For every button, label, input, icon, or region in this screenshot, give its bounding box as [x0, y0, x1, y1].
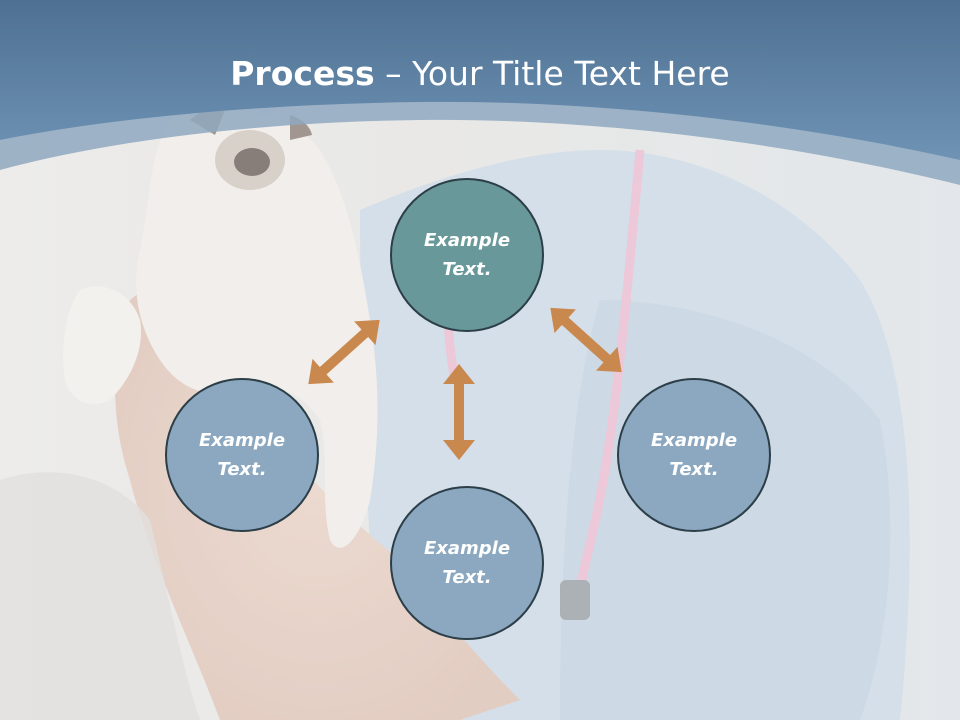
process-node-bottom: Example Text. [390, 486, 544, 640]
title-rest: Your Title Text Here [412, 54, 730, 93]
node-top-line1: Example [423, 230, 511, 251]
title-separator: – [374, 54, 413, 93]
node-left-line2: Text. [217, 459, 267, 480]
title-strong: Process [230, 54, 375, 93]
header-band [0, 0, 960, 185]
process-node-left: Example Text. [165, 378, 319, 532]
arrow-vertical [443, 364, 475, 460]
arrow-top-right [550, 307, 622, 373]
node-right-line1: Example [650, 430, 738, 451]
node-bottom-line1: Example [423, 538, 511, 559]
node-bottom-line2: Text. [442, 567, 492, 588]
node-right-line2: Text. [669, 459, 719, 480]
process-node-right: Example Text. [617, 378, 771, 532]
slide-title: Process – Your Title Text Here [0, 52, 960, 96]
node-left-line1: Example [198, 430, 286, 451]
arrow-top-left [308, 319, 380, 385]
process-node-top: Example Text. [390, 178, 544, 332]
node-top-line2: Text. [442, 259, 492, 280]
